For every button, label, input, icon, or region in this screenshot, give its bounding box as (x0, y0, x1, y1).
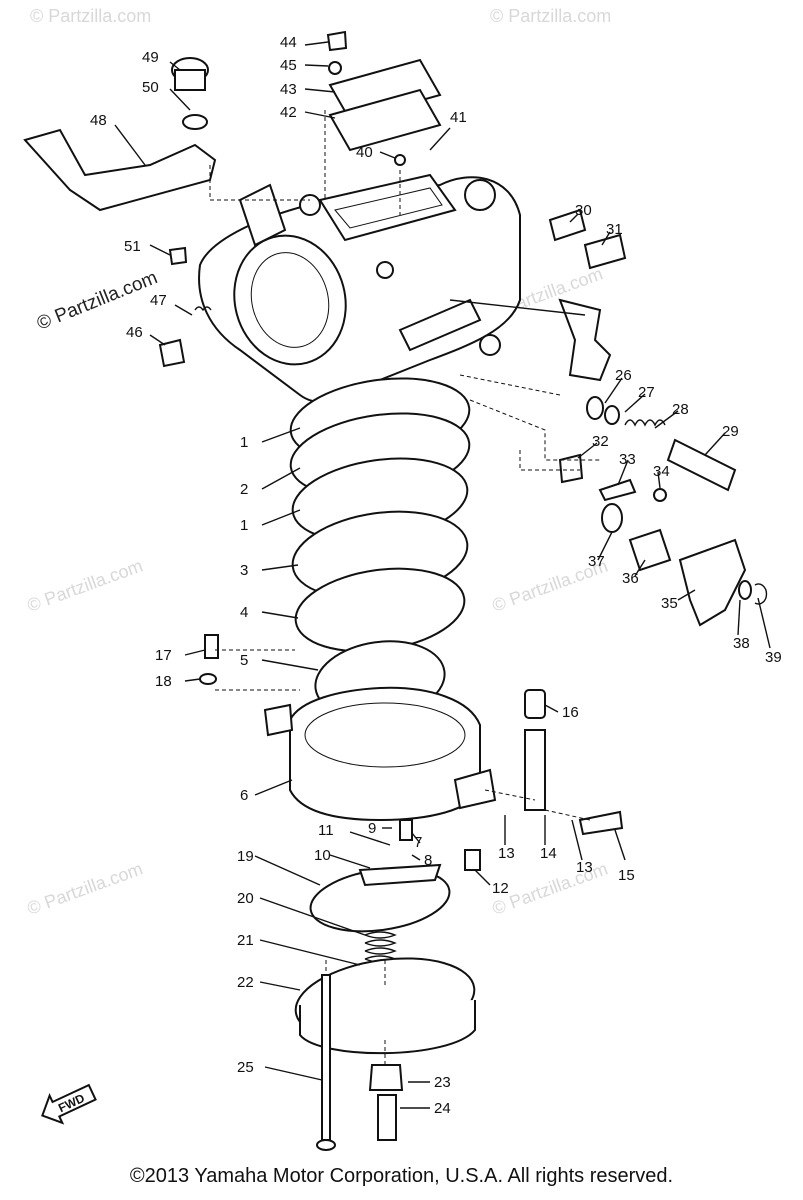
callout: 13 (576, 859, 593, 876)
callout: 47 (150, 292, 167, 309)
watermark: © Partzilla.com (25, 858, 146, 918)
callout: 19 (237, 848, 254, 865)
callout: 36 (622, 570, 639, 587)
watermark: © Partzilla.com (25, 555, 146, 615)
callout: 15 (618, 867, 635, 884)
callout-labels: 1 2 1 3 4 5 6 7 8 9 10 11 12 13 14 13 15… (90, 34, 782, 1117)
callout: 24 (434, 1100, 451, 1117)
small-screw (399, 819, 413, 841)
callout: 10 (314, 847, 331, 864)
callout: 21 (237, 932, 254, 949)
carburetor-body (198, 173, 521, 404)
top-parts (326, 30, 442, 166)
callout: 42 (280, 104, 297, 121)
assembly-lines (209, 110, 600, 1065)
watermark: © Partzilla.com (490, 6, 611, 26)
pin (524, 729, 546, 811)
left-side-parts (23, 57, 217, 368)
callout: 7 (414, 834, 422, 851)
callout: 51 (124, 238, 141, 255)
callout: 17 (155, 647, 172, 664)
gasket-stack (289, 377, 471, 720)
callout: 45 (280, 57, 297, 74)
callout: 29 (722, 423, 739, 440)
callout: 3 (240, 562, 248, 579)
callout: 44 (280, 34, 297, 51)
callout: 40 (356, 144, 373, 161)
callout: 30 (575, 202, 592, 219)
callout: 16 (562, 704, 579, 721)
callout: 25 (237, 1059, 254, 1076)
spring (364, 931, 397, 963)
callout: 46 (126, 324, 143, 341)
nut (368, 1064, 404, 1091)
right-side-parts (548, 208, 768, 627)
pump-body (263, 686, 497, 822)
callout: 39 (765, 649, 782, 666)
callout: 12 (492, 880, 509, 897)
callout: 4 (240, 604, 248, 621)
copyright-notice: ©2013 Yamaha Motor Corporation, U.S.A. A… (129, 1165, 674, 1187)
cap (524, 689, 546, 719)
callout: 33 (619, 451, 636, 468)
adjust-screw (377, 1094, 397, 1141)
lever (358, 863, 442, 887)
callout: 14 (540, 845, 557, 862)
callout: 2 (240, 481, 248, 498)
callout: 1 (240, 517, 248, 534)
callout: 8 (424, 852, 432, 869)
callout: 43 (280, 81, 297, 98)
callout: 50 (142, 79, 159, 96)
small-screw (204, 634, 219, 659)
callout: 31 (606, 221, 623, 238)
small-screw (464, 849, 481, 871)
watermark: © Partzilla.com (30, 6, 151, 26)
callout: 20 (237, 890, 254, 907)
callout: 38 (733, 635, 750, 652)
callout: 13 (498, 845, 515, 862)
washer (199, 673, 217, 685)
callout: 9 (368, 820, 376, 837)
fwd-arrow-icon: FWD (41, 1083, 97, 1125)
callout: 5 (240, 652, 248, 669)
callout: 28 (672, 401, 689, 418)
callout: 26 (615, 367, 632, 384)
callout: 23 (434, 1074, 451, 1091)
callout: 27 (638, 384, 655, 401)
callout-leaders (114, 41, 771, 1109)
callout: 35 (661, 595, 678, 612)
pump-cover (294, 957, 476, 1055)
throttle-lever (558, 298, 612, 382)
screw (578, 810, 624, 836)
callout: 41 (450, 109, 467, 126)
callout: 37 (588, 553, 605, 570)
callout: 11 (318, 822, 334, 839)
bolt (321, 974, 331, 1141)
callout: 6 (240, 787, 248, 804)
callout: 22 (237, 974, 254, 991)
callout: 34 (653, 463, 670, 480)
callout: 1 (240, 434, 248, 451)
callout: 49 (142, 49, 159, 66)
callout: 18 (155, 673, 172, 690)
callout: 48 (90, 112, 107, 129)
callout: 32 (592, 433, 609, 450)
